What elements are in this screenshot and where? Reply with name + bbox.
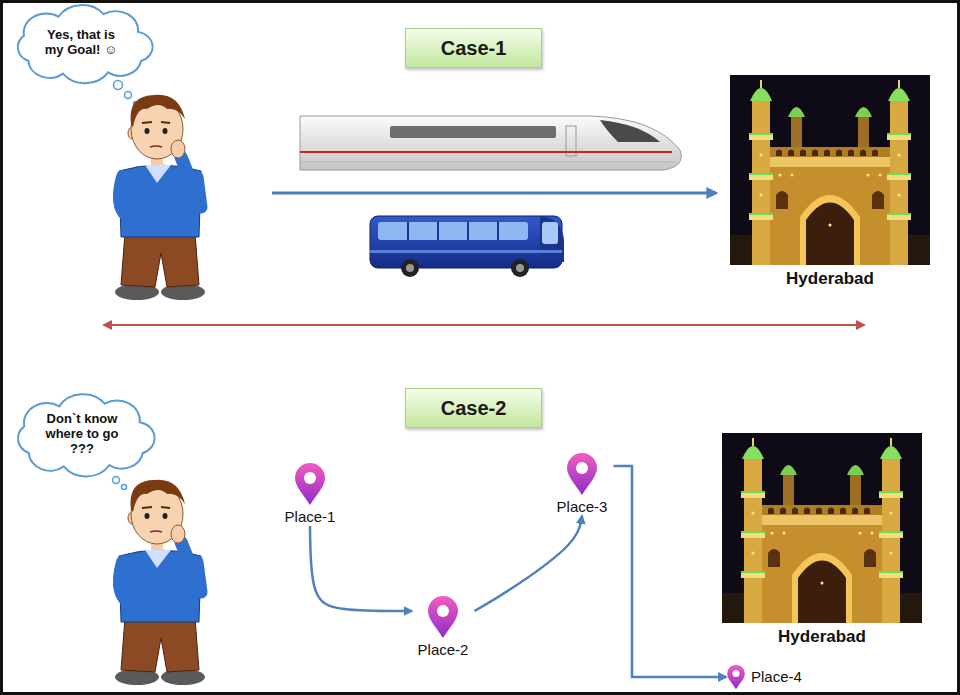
- route-arrow: [310, 526, 412, 611]
- train-windshield: [600, 120, 660, 142]
- pin-hole: [437, 605, 449, 617]
- train-body: [300, 116, 681, 170]
- pin-marker: [567, 453, 597, 495]
- bus-stripe: [370, 250, 562, 253]
- pin-marker: [727, 665, 745, 690]
- case-title: Case-2: [441, 396, 507, 420]
- wheel: [401, 259, 419, 277]
- bus-windshield: [542, 222, 558, 244]
- place-name: Place-3: [557, 498, 608, 516]
- pin-marker: [295, 463, 325, 505]
- train-skirt: [300, 162, 676, 163]
- city-name: Hyderabad: [778, 627, 866, 647]
- hyderabad-picture: [722, 433, 922, 623]
- place-pin: Place-3: [551, 452, 614, 516]
- bus-body: [370, 216, 562, 268]
- route-arrow: [614, 466, 727, 677]
- thought-dot: [122, 485, 127, 490]
- train-illustration: [300, 116, 681, 170]
- train-stripe: [300, 151, 672, 153]
- thought-bubble: Don`t know where to go ???: [6, 393, 158, 473]
- map-pin: [565, 452, 599, 496]
- wheel: [511, 259, 529, 277]
- cloud-shape: [18, 394, 155, 476]
- place-pin: Place-4: [726, 664, 802, 690]
- place-pin: Place-1: [279, 462, 342, 526]
- thought-dot: [125, 92, 132, 99]
- hyderabad-picture: [730, 75, 930, 265]
- thought-text: Yes, that is my Goal! ☺: [38, 27, 124, 57]
- destination-picture: Hyderabad: [722, 433, 922, 647]
- map-pin: [426, 595, 460, 639]
- place-name: Place-2: [418, 641, 469, 659]
- connector-layer: [310, 466, 726, 677]
- pin-hole: [732, 670, 739, 677]
- thought-dot: [113, 477, 120, 484]
- train-windows: [390, 126, 556, 138]
- pin-marker: [428, 596, 458, 638]
- hub: [406, 264, 414, 272]
- thought-dot: [114, 81, 123, 90]
- map-pin: [726, 664, 746, 690]
- thought-text: Don`t know where to go ???: [39, 411, 125, 456]
- case-box: Case-2: [405, 388, 542, 428]
- bus-windows: [378, 222, 528, 240]
- hub: [516, 264, 524, 272]
- route-arrow: [475, 516, 583, 611]
- place-name: Place-4: [751, 668, 802, 686]
- destination-picture: Hyderabad: [730, 75, 930, 289]
- thinking-person: [115, 95, 205, 300]
- pin-hole: [576, 462, 588, 474]
- window-posts: [408, 222, 498, 240]
- case-title: Case-1: [441, 36, 507, 60]
- bus-illustration: [370, 216, 564, 277]
- city-name: Hyderabad: [786, 269, 874, 289]
- place-pin: Place-2: [412, 595, 475, 659]
- cloud-shape: [18, 5, 153, 83]
- thought-bubble: Yes, that is my Goal! ☺: [6, 4, 156, 80]
- map-pin: [293, 462, 327, 506]
- place-name: Place-1: [285, 508, 336, 526]
- thinking-person: [115, 480, 205, 685]
- direct-route-arrow: [272, 192, 716, 195]
- case-box: Case-1: [405, 28, 542, 68]
- divider-arrow: [104, 324, 864, 326]
- pin-hole: [304, 472, 316, 484]
- bus-front: [540, 216, 564, 262]
